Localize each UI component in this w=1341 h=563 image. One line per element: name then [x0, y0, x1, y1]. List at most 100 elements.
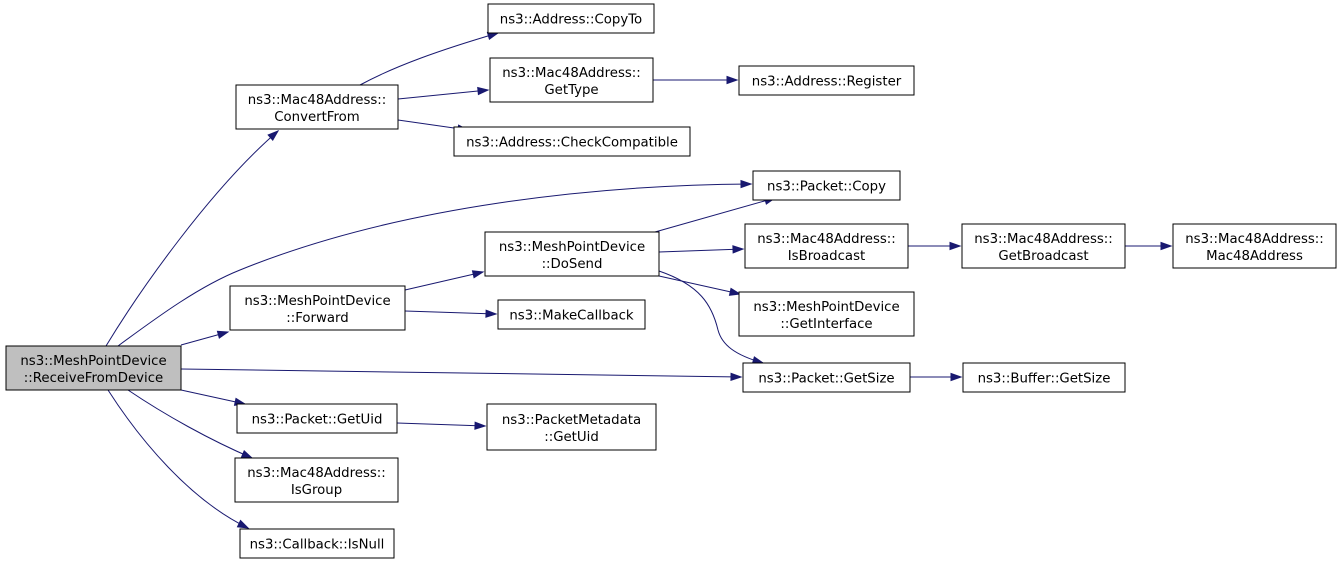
node-doSend[interactable]: ns3::MeshPointDevice::DoSend: [484, 231, 660, 277]
node-label-line: ns3::Mac48Address::: [974, 232, 1113, 247]
node-getBroadcast[interactable]: ns3::Mac48Address::GetBroadcast: [961, 223, 1126, 269]
edge-root-to-isGroup: [127, 389, 254, 459]
node-label-line: ns3::Mac48Address::: [247, 466, 386, 481]
edge-line: [658, 248, 744, 253]
arrowhead: [1160, 241, 1173, 251]
node-label-line: ::GetInterface: [780, 317, 872, 332]
edge-root-to-packetCopy: [117, 179, 753, 347]
node-box: [961, 223, 1126, 269]
node-box: [742, 362, 911, 393]
node-label-line: ns3::Packet::GetSize: [758, 372, 894, 387]
node-label-line: ::Forward: [286, 311, 348, 326]
edge-isBroadcast-to-getBroadcast: [908, 241, 962, 251]
node-box: [486, 403, 657, 451]
node-register[interactable]: ns3::Address::Register: [738, 65, 915, 96]
node-box: [5, 345, 182, 391]
node-copyTo[interactable]: ns3::Address::CopyTo: [487, 3, 655, 34]
node-getInterface[interactable]: ns3::MeshPointDevice::GetInterface: [738, 291, 915, 337]
edge-line: [404, 271, 484, 291]
node-label-line: ns3::MeshPointDevice: [244, 294, 390, 309]
node-metadataGetUid[interactable]: ns3::PacketMetadata::GetUid: [486, 403, 657, 451]
node-bufferGetSize[interactable]: ns3::Buffer::GetSize: [962, 362, 1126, 393]
node-label-line: ns3::Address::CheckCompatible: [466, 136, 678, 151]
node-box: [239, 528, 395, 559]
edge-getUid-to-metadataGetUid: [396, 421, 487, 430]
node-box: [744, 223, 909, 269]
node-getType[interactable]: ns3::Mac48Address::GetType: [489, 57, 654, 103]
node-label-line: ns3::PacketMetadata: [502, 413, 641, 428]
arrowhead: [474, 421, 487, 430]
node-getSize[interactable]: ns3::Packet::GetSize: [742, 362, 911, 393]
arrowhead: [730, 372, 743, 382]
node-label-line: ns3::MeshPointDevice: [20, 354, 166, 369]
node-root[interactable]: ns3::MeshPointDevice::ReceiveFromDevice: [5, 345, 182, 391]
node-label-line: ConvertFrom: [274, 110, 360, 125]
arrowhead: [216, 330, 230, 339]
node-label-line: ns3::Address::Register: [752, 75, 902, 90]
node-label-line: ::DoSend: [542, 257, 603, 272]
node-label-line: ns3::Packet::GetUid: [252, 413, 383, 428]
node-makeCallback[interactable]: ns3::MakeCallback: [497, 299, 646, 330]
node-label-line: ns3::Address::CopyTo: [500, 13, 642, 28]
edge-getType-to-register: [653, 75, 739, 85]
arrowhead: [236, 519, 250, 529]
node-label-line: IsGroup: [291, 483, 342, 498]
edge-line: [105, 130, 279, 347]
node-box: [235, 84, 399, 130]
node-label-line: GetBroadcast: [998, 249, 1088, 264]
node-packetCopy[interactable]: ns3::Packet::Copy: [752, 170, 901, 201]
node-isNull[interactable]: ns3::Callback::IsNull: [239, 528, 395, 559]
node-box: [487, 3, 655, 34]
node-convertFrom[interactable]: ns3::Mac48Address::ConvertFrom: [235, 84, 399, 130]
node-checkCompatible[interactable]: ns3::Address::CheckCompatible: [453, 126, 691, 157]
node-label-line: ns3::Mac48Address::: [757, 232, 896, 247]
node-label-line: ns3::Mac48Address::: [502, 66, 641, 81]
node-mac48Address[interactable]: ns3::Mac48Address::Mac48Address: [1172, 223, 1337, 269]
node-box: [962, 362, 1126, 393]
edge-forward-to-doSend: [404, 270, 485, 291]
node-getUid[interactable]: ns3::Packet::GetUid: [236, 403, 398, 434]
edge-line: [117, 183, 752, 347]
node-label-line: IsBroadcast: [788, 249, 865, 264]
arrowhead: [726, 75, 739, 85]
node-box: [236, 403, 398, 434]
node-box: [489, 57, 654, 103]
edge-doSend-to-getSize: [658, 270, 765, 365]
node-label-line: ns3::MeshPointDevice: [753, 300, 899, 315]
node-box: [453, 126, 691, 157]
arrowhead: [728, 287, 742, 296]
arrowhead: [732, 245, 745, 254]
edge-line: [658, 275, 741, 295]
node-label-line: ns3::MakeCallback: [509, 309, 634, 324]
arrowhead: [240, 449, 254, 459]
edge-root-to-isNull: [107, 389, 250, 529]
node-label-line: ns3::Buffer::GetSize: [978, 372, 1111, 387]
node-label-line: ns3::Mac48Address::: [248, 93, 387, 108]
node-isGroup[interactable]: ns3::Mac48Address::IsGroup: [234, 457, 399, 503]
node-label-line: Mac48Address: [1206, 249, 1303, 264]
edge-doSend-to-getInterface: [658, 275, 742, 296]
node-isBroadcast[interactable]: ns3::Mac48Address::IsBroadcast: [744, 223, 909, 269]
node-box: [1172, 223, 1337, 269]
edge-forward-to-makeCallback: [404, 309, 498, 318]
node-box: [738, 291, 915, 337]
edge-root-to-getSize: [180, 368, 743, 382]
edge-root-to-forward: [180, 330, 230, 346]
edge-getBroadcast-to-mac48Address: [1125, 241, 1173, 251]
arrowhead: [471, 270, 485, 279]
arrowhead: [485, 309, 498, 318]
edge-line: [359, 32, 499, 86]
node-box: [752, 170, 901, 201]
node-label-line: ns3::Packet::Copy: [767, 180, 886, 195]
arrowhead: [740, 179, 753, 189]
node-label-line: ::GetUid: [544, 430, 599, 445]
node-box: [234, 457, 399, 503]
edge-line: [397, 89, 489, 100]
node-forward[interactable]: ns3::MeshPointDevice::Forward: [229, 285, 406, 331]
edge-line: [127, 389, 253, 459]
edge-line: [107, 389, 249, 529]
node-box: [497, 299, 646, 330]
edge-getSize-to-bufferGetSize: [910, 372, 963, 382]
node-box: [738, 65, 915, 96]
